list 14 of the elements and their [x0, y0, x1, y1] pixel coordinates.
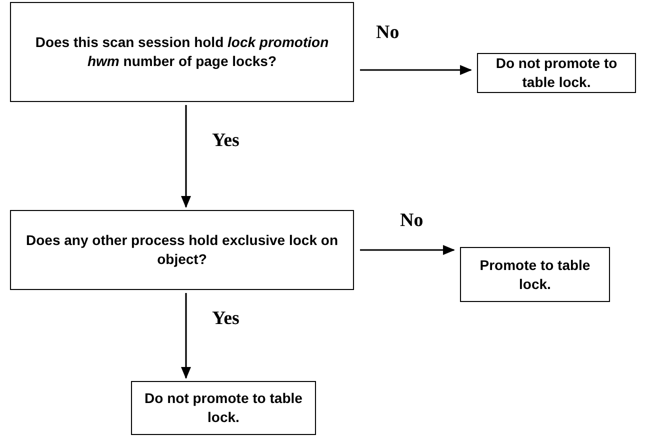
arrow — [360, 65, 472, 75]
process-box — [477, 53, 636, 93]
process-box — [10, 2, 354, 102]
box-text: Do not promote to table lock. — [494, 54, 618, 92]
arrow — [181, 293, 191, 379]
arrow — [181, 105, 191, 208]
box-text: Does this scan session hold lock promotion hwm number of page locks? — [34, 33, 330, 71]
arrow — [360, 245, 455, 255]
box-text: Promote to table lock. — [478, 256, 592, 294]
process-box — [131, 381, 316, 435]
box-text: Does any other process hold exclusive lock on object? — [25, 231, 339, 269]
process-box — [10, 210, 354, 290]
process-box — [460, 247, 610, 302]
box-text: Do not promote to table lock. — [144, 389, 303, 427]
